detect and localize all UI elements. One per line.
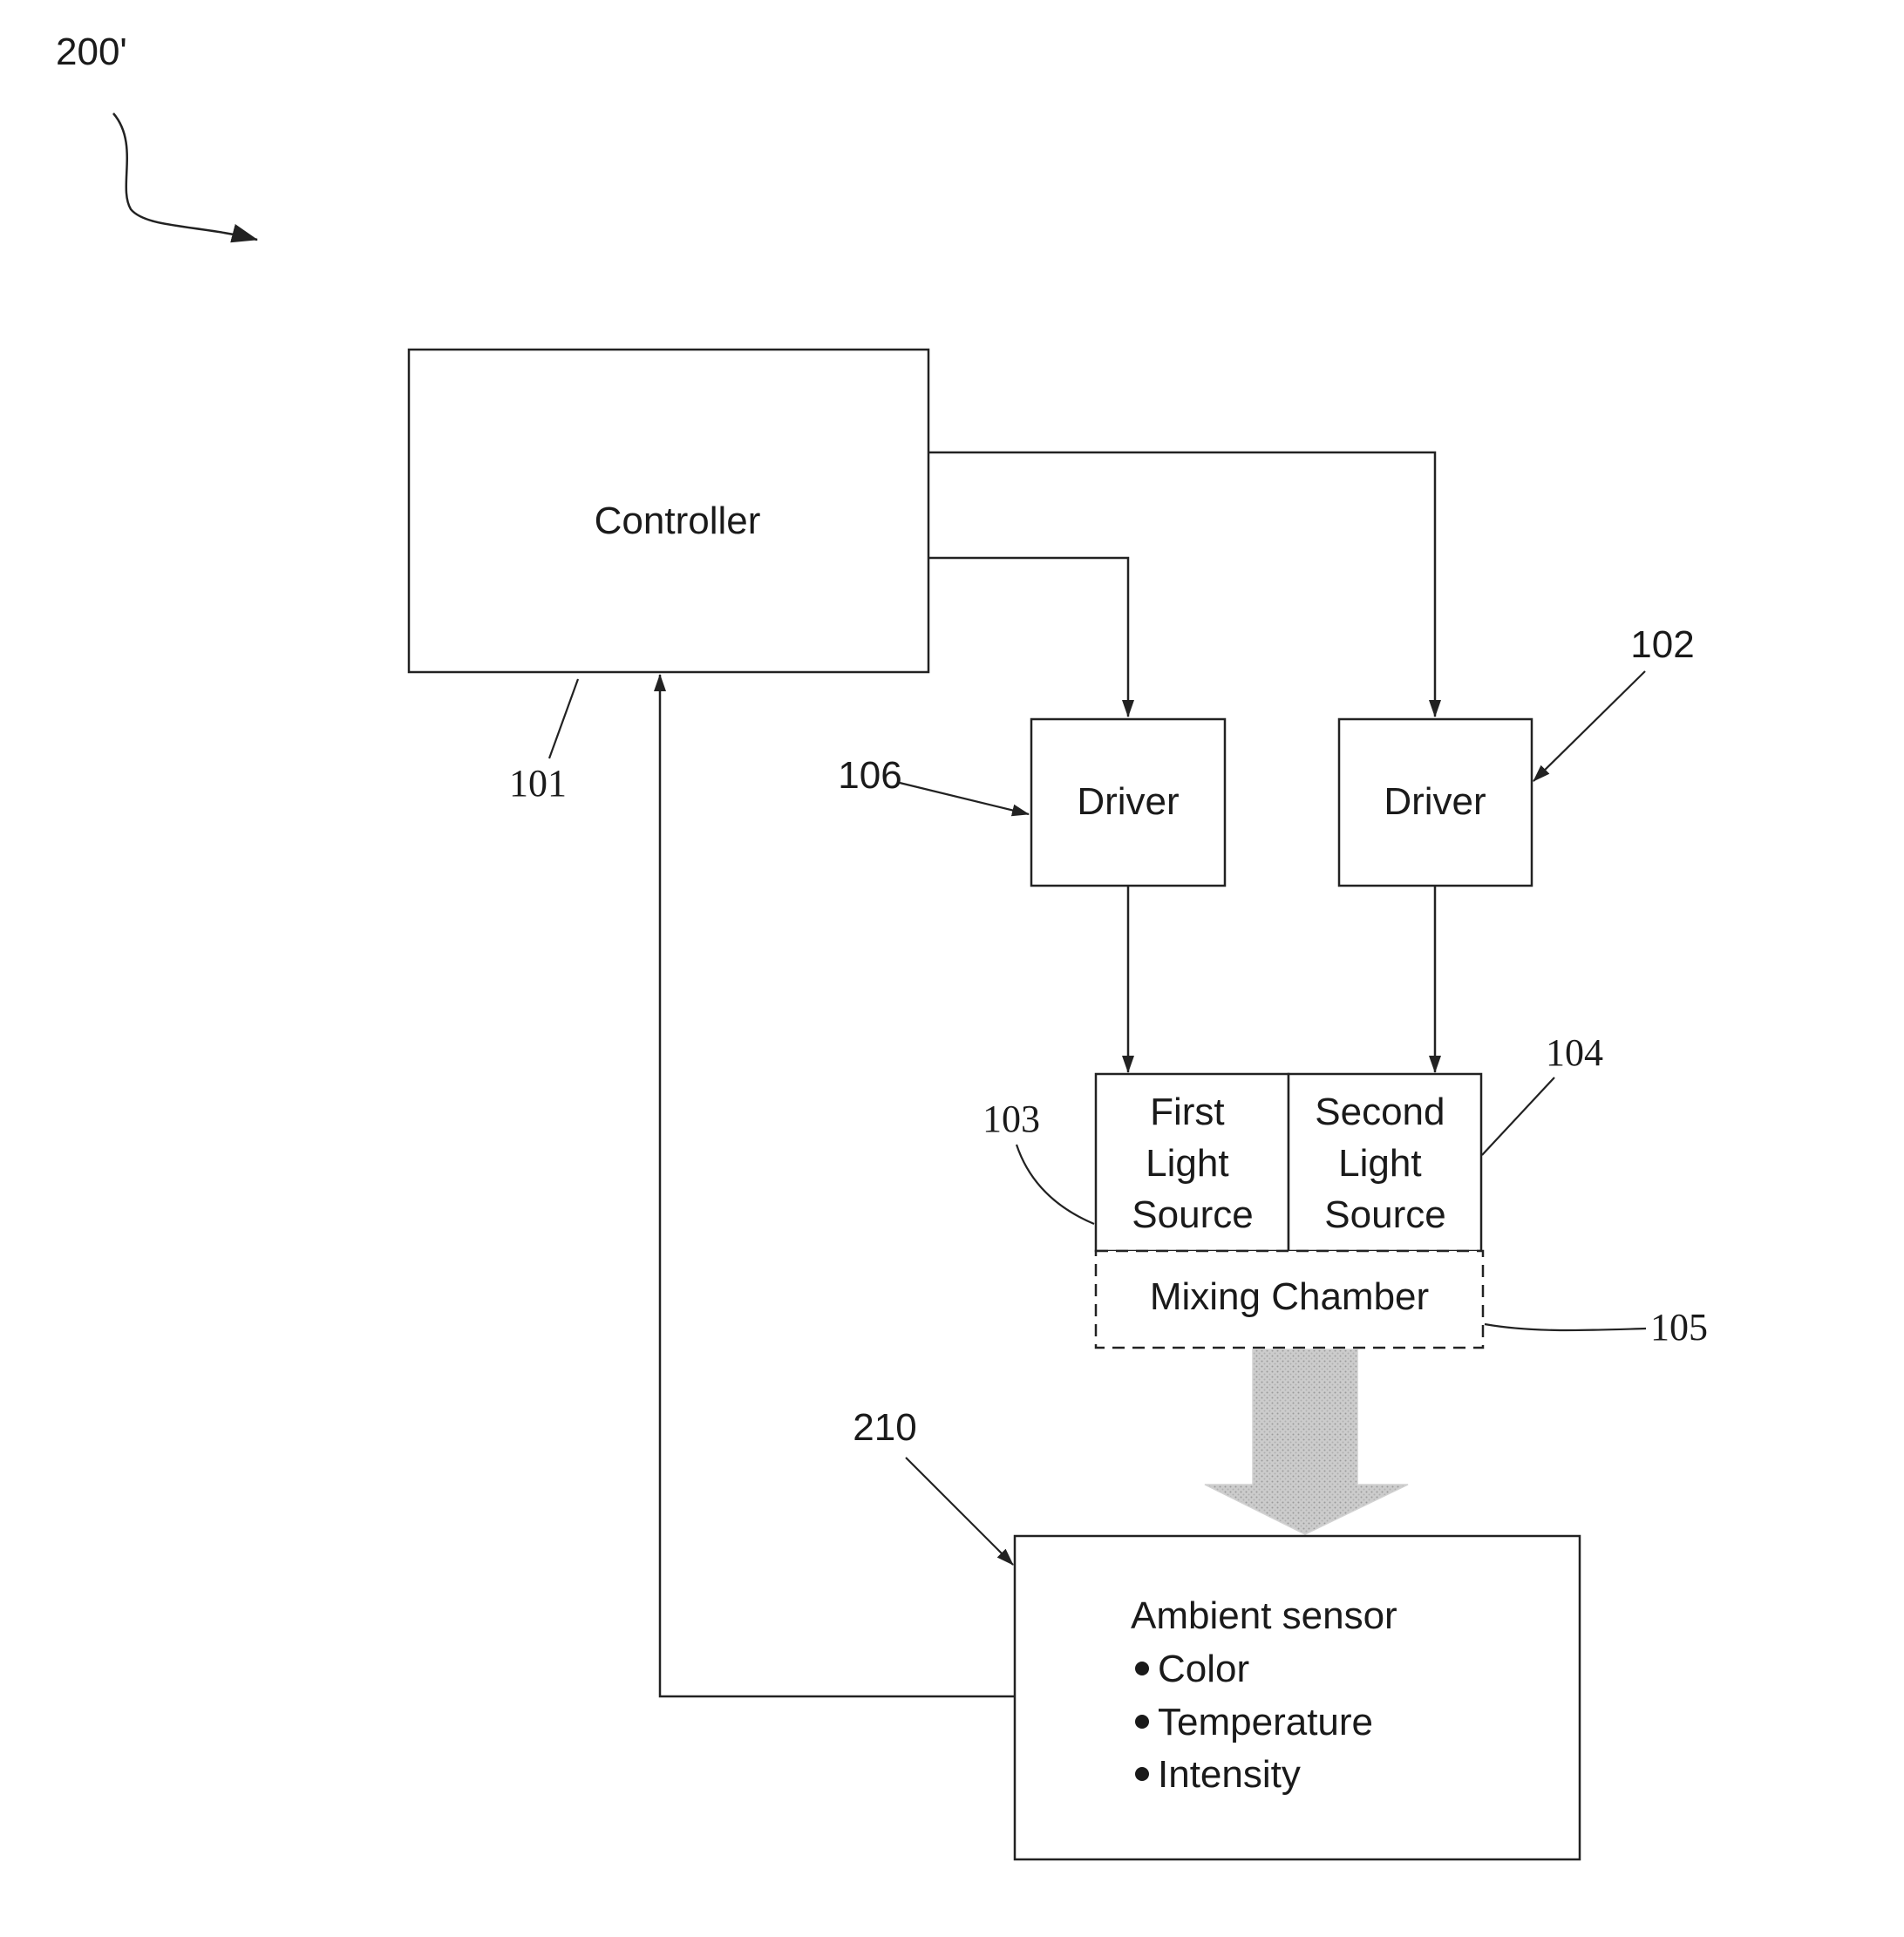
- first-light-source-ref-label: 103: [983, 1098, 1040, 1140]
- driver-second-ref-label: 102: [1630, 623, 1694, 666]
- figure-reference-arrow: [113, 113, 257, 240]
- bullet-intensity: [1135, 1767, 1149, 1781]
- first-light-source-line-1: First: [1150, 1091, 1225, 1133]
- first-light-source-line-3: Source: [1132, 1193, 1253, 1236]
- second-light-source-line-2: Light: [1338, 1142, 1421, 1185]
- driver-second-label: Driver: [1384, 780, 1486, 823]
- figure-reference-label: 200': [56, 31, 127, 73]
- driver-second-ref-arrow: [1533, 671, 1645, 781]
- ambient-sensor-item-intensity: Intensity: [1158, 1753, 1301, 1796]
- ambient-sensor-ref-label: 210: [853, 1406, 916, 1449]
- controller-to-driver-first-line: [928, 558, 1128, 717]
- controller-ref-leader: [549, 679, 578, 758]
- bullet-temperature: [1135, 1715, 1149, 1729]
- controller-to-driver-second-line: [928, 452, 1435, 717]
- first-light-source-line-2: Light: [1146, 1142, 1228, 1185]
- ambient-sensor-ref-arrow: [906, 1458, 1013, 1565]
- sensor-to-controller-feedback-line: [660, 675, 1015, 1696]
- ambient-sensor-title: Ambient sensor: [1131, 1594, 1397, 1637]
- ambient-sensor-block: [1015, 1536, 1580, 1859]
- second-light-source-line-1: Second: [1315, 1091, 1445, 1133]
- ambient-sensor-item-temperature: Temperature: [1158, 1701, 1373, 1743]
- first-light-source-ref-leader: [1017, 1145, 1094, 1224]
- second-light-source-ref-leader: [1482, 1077, 1554, 1155]
- mixing-chamber-ref-label: 105: [1650, 1306, 1708, 1349]
- mixing-chamber-label: Mixing Chamber: [1150, 1275, 1429, 1318]
- driver-first-ref-label: 106: [838, 754, 901, 797]
- bullet-color: [1135, 1662, 1149, 1675]
- light-output-arrow: [1205, 1349, 1408, 1534]
- driver-first-label: Driver: [1077, 780, 1179, 823]
- first-light-source-label: First Light Source: [1132, 1091, 1253, 1236]
- controller-label: Controller: [595, 500, 761, 542]
- driver-first-ref-arrow: [900, 783, 1029, 814]
- second-light-source-ref-label: 104: [1546, 1031, 1603, 1074]
- second-light-source-line-3: Source: [1324, 1193, 1445, 1236]
- ambient-sensor-item-color: Color: [1158, 1648, 1249, 1690]
- controller-ref-label: 101: [509, 762, 567, 805]
- mixing-chamber-ref-leader: [1485, 1324, 1646, 1330]
